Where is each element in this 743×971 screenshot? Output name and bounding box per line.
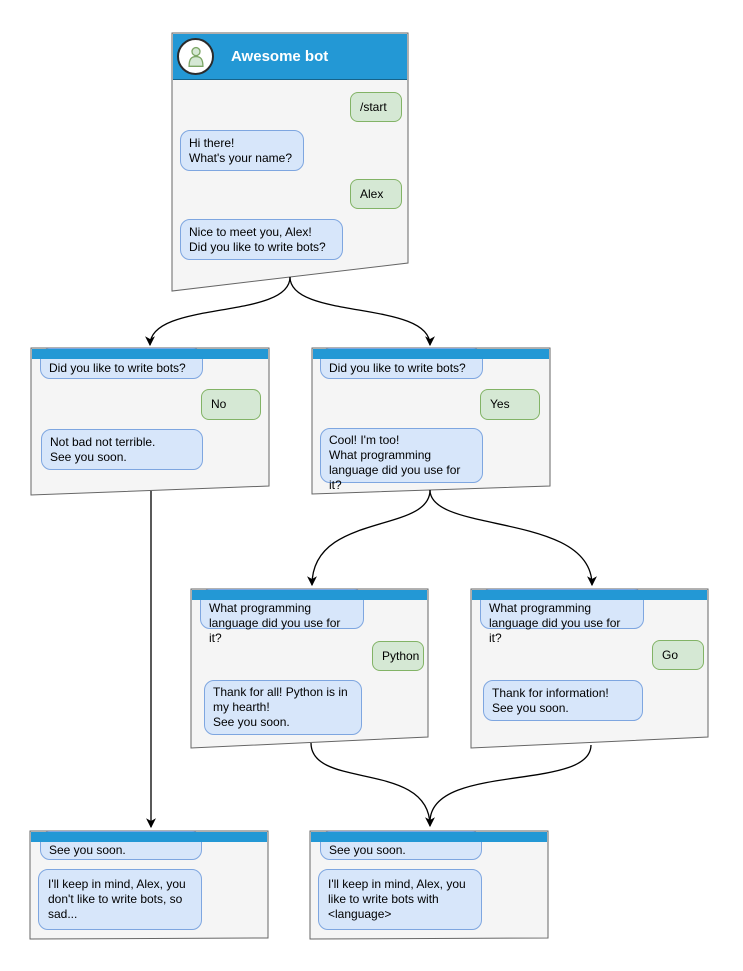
bot-avatar bbox=[177, 38, 214, 75]
connector-start-to-no bbox=[145, 276, 291, 347]
titlebar-branch-go bbox=[472, 590, 707, 600]
user-message-bubble: Alex bbox=[350, 179, 402, 209]
user-message-bubble: Go bbox=[652, 640, 704, 670]
connector-yes-to-python bbox=[307, 489, 431, 587]
bot-message-bubble: Thank for all! Python is in my hearth! S… bbox=[204, 680, 362, 735]
user-message-bubble: No bbox=[201, 389, 261, 420]
bot-message-bubble: I'll keep in mind, Alex, you like to wri… bbox=[318, 869, 482, 930]
connector-go-to-end bbox=[429, 744, 592, 823]
bot-message-bubble: Thank for information! See you soon. bbox=[483, 680, 643, 721]
bot-message-bubble: Cool! I'm too! What programming language… bbox=[320, 428, 483, 492]
connector-yes-to-go bbox=[429, 489, 597, 587]
bot-message-bubble: I'll keep in mind, Alex, you don't like … bbox=[38, 869, 202, 930]
titlebar-start: Awesome bot bbox=[173, 34, 407, 80]
titlebar-end-no bbox=[31, 832, 267, 842]
titlebar-branch-no bbox=[32, 349, 268, 359]
user-message-bubble: Yes bbox=[480, 389, 540, 420]
user-message-bubble: /start bbox=[350, 92, 402, 122]
bot-message-bubble: Hi there! What's your name? bbox=[180, 130, 304, 171]
connector-python-to-end bbox=[310, 742, 435, 828]
bot-message-bubble: Not bad not terrible. See you soon. bbox=[41, 429, 203, 470]
user-message-bubble: Python bbox=[372, 641, 424, 671]
titlebar-branch-yes bbox=[313, 349, 549, 359]
connector-start-to-yes bbox=[289, 276, 435, 347]
window-title: Awesome bot bbox=[231, 48, 329, 65]
person-icon bbox=[187, 46, 204, 67]
titlebar-branch-python bbox=[192, 590, 427, 600]
titlebar-end-yes bbox=[311, 832, 547, 842]
bot-message-bubble: Nice to meet you, Alex! Did you like to … bbox=[180, 219, 343, 260]
